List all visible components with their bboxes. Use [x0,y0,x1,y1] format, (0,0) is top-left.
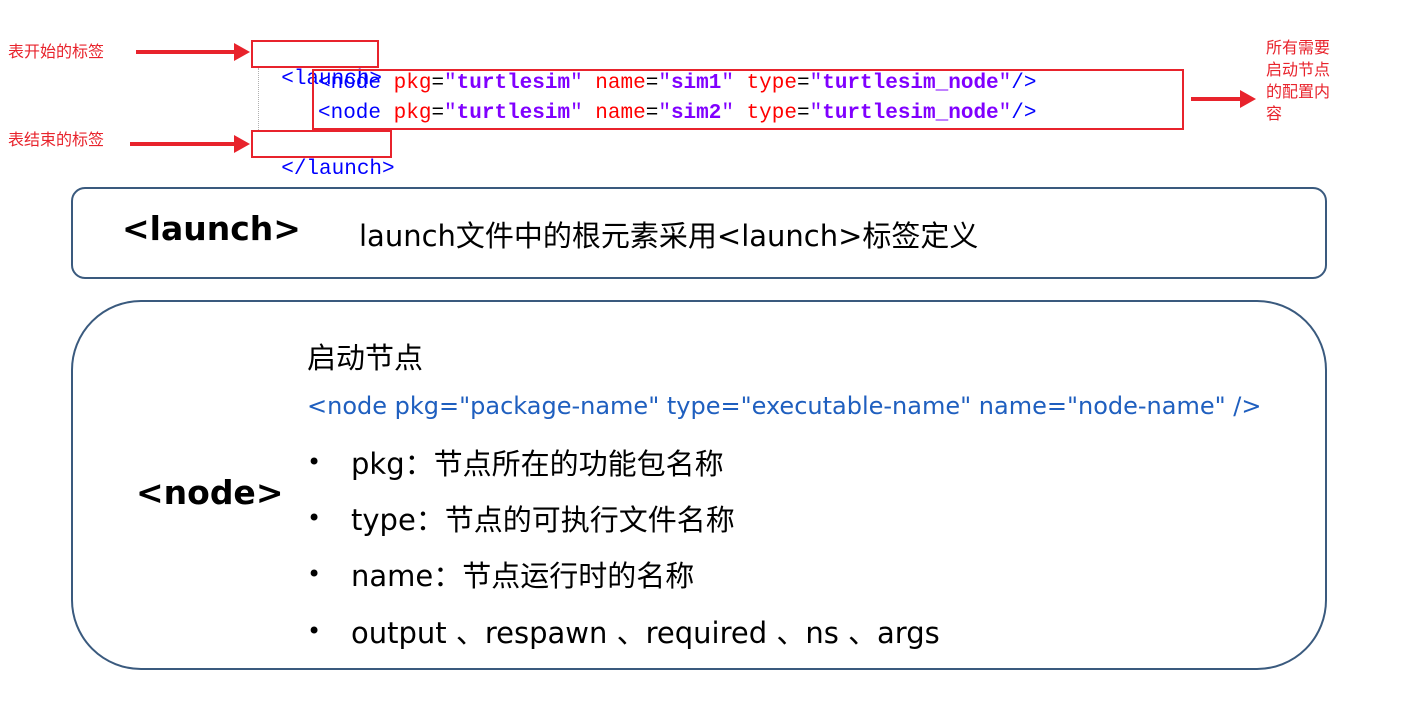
close-tag-highlight-box [251,130,392,158]
self-close-token: /> [1011,72,1037,95]
start-tag-arrow-head [234,43,250,61]
quote-token: " [809,72,823,95]
quote-token: " [658,72,671,95]
eq-token: = [645,102,659,125]
quote-token: " [444,102,457,125]
end-tag-arrow-shaft [130,142,236,146]
all-nodes-annotation-line-3: 的配置内 [1266,82,1331,101]
indent-guide [258,68,259,132]
bullet-dot: • [307,504,322,532]
node2-pkg-value: turtlesim [456,102,571,125]
quote-token: " [658,102,671,125]
type-attr-token: type [746,102,797,125]
eq-token: = [431,72,445,95]
bullet-dot: • [307,560,322,588]
code-node-line-1: <node pkg="turtlesim" name="sim1" type="… [318,71,1036,97]
node-syntax-line: <node pkg="package-name" type="executabl… [307,392,1262,420]
node1-pkg-value: turtlesim [456,72,571,95]
node2-type-value: turtlesim_node [822,102,999,125]
nodes-arrow-head [1240,90,1256,108]
bullet-other-attrs: output 、respawn 、required 、ns 、args [351,616,940,650]
open-tag-text: <launch> [281,68,383,91]
node-panel-label: <node> [136,473,284,512]
eq-token: = [645,72,659,95]
code-close-tag: </launch> [256,131,395,183]
quote-token: " [570,72,583,95]
node2-name-value: sim2 [670,102,722,125]
node-panel-title: 启动节点 [307,341,424,375]
start-tag-arrow-shaft [136,50,236,54]
all-nodes-annotation-line-4: 容 [1266,104,1283,123]
self-close-token: /> [1011,102,1037,125]
pkg-attr-token: pkg [393,72,432,95]
eq-token: = [431,102,445,125]
end-tag-annotation: 表结束的标签 [8,130,105,149]
pkg-attr-token: pkg [393,102,432,125]
quote-token: " [721,102,734,125]
close-tag-text: </launch> [281,158,395,181]
name-attr-token: name [595,72,646,95]
eq-token: = [797,102,810,125]
launch-panel-description: launch文件中的根元素采用<launch>标签定义 [359,219,979,253]
bullet-type: type：节点的可执行文件名称 [351,503,735,537]
bullet-dot: • [307,448,322,476]
quote-token: " [444,72,457,95]
bullet-pkg: pkg：节点所在的功能包名称 [351,447,724,481]
nodes-highlight-box [312,69,1184,130]
launch-panel [71,187,1327,279]
quote-token: " [998,72,1012,95]
node1-name-value: sim1 [670,72,722,95]
quote-token: " [721,72,734,95]
eq-token: = [797,72,810,95]
all-nodes-annotation-line-1: 所有需要 [1266,38,1331,57]
name-attr-token: name [595,102,646,125]
bullet-name: name：节点运行时的名称 [351,559,695,593]
code-open-tag: <launch> [256,41,382,93]
node1-type-value: turtlesim_node [822,72,999,95]
quote-token: " [809,102,823,125]
node-open-token: <node [318,72,382,95]
launch-panel-label: <launch> [122,209,301,248]
node-panel [71,300,1327,670]
all-nodes-annotation-line-2: 启动节点 [1266,60,1331,79]
quote-token: " [998,102,1012,125]
bullet-dot: • [307,617,322,645]
nodes-arrow-shaft [1191,97,1241,101]
all-nodes-annotation: 所有需要 启动节点 的配置内 容 [1266,37,1356,125]
start-tag-annotation: 表开始的标签 [8,42,105,61]
node-open-token: <node [318,102,382,125]
type-attr-token: type [746,72,797,95]
open-tag-highlight-box [251,40,379,68]
quote-token: " [570,102,583,125]
end-tag-arrow-head [234,135,250,153]
code-node-line-2: <node pkg="turtlesim" name="sim2" type="… [318,101,1036,127]
